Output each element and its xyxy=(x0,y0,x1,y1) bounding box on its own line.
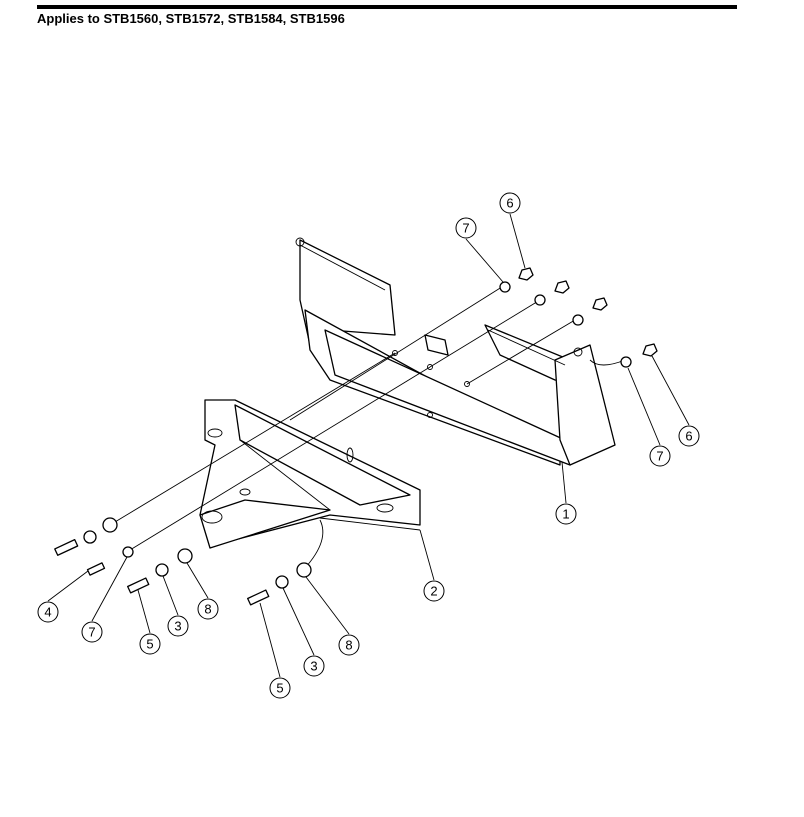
svg-text:7: 7 xyxy=(656,449,663,464)
callout-8-bottom: 8 xyxy=(338,634,360,656)
callout-6-right: 6 xyxy=(678,425,700,447)
callout-3-left: 3 xyxy=(167,615,189,637)
svg-text:8: 8 xyxy=(345,638,352,653)
svg-text:6: 6 xyxy=(506,196,513,211)
part-2-hitch-frame xyxy=(199,399,421,549)
svg-text:5: 5 xyxy=(146,637,153,652)
hardware-lines xyxy=(109,284,626,569)
callout-8-left: 8 xyxy=(197,598,219,620)
svg-text:6: 6 xyxy=(685,429,692,444)
callout-5-left: 5 xyxy=(139,633,161,655)
svg-text:3: 3 xyxy=(174,619,181,634)
part-1-main-frame xyxy=(295,237,616,466)
fasteners xyxy=(54,267,658,606)
callout-4: 4 xyxy=(37,601,59,623)
svg-text:2: 2 xyxy=(430,584,437,599)
svg-text:3: 3 xyxy=(310,659,317,674)
leader-lines xyxy=(47,213,690,678)
callout-1: 1 xyxy=(555,503,577,525)
callout-6-top: 6 xyxy=(499,192,521,214)
callout-7-left: 7 xyxy=(81,621,103,643)
svg-text:5: 5 xyxy=(276,681,283,696)
svg-text:4: 4 xyxy=(44,605,51,620)
header-rule xyxy=(37,5,737,9)
callout-2: 2 xyxy=(423,580,445,602)
callout-5-bottom: 5 xyxy=(269,677,291,699)
svg-text:7: 7 xyxy=(462,221,469,236)
callout-3-bottom: 3 xyxy=(303,655,325,677)
callout-7-top: 7 xyxy=(455,217,477,239)
svg-text:1: 1 xyxy=(562,507,569,522)
callout-7-right: 7 xyxy=(649,445,671,467)
svg-text:8: 8 xyxy=(204,602,211,617)
svg-text:7: 7 xyxy=(88,625,95,640)
applies-to-heading: Applies to STB1560, STB1572, STB1584, ST… xyxy=(37,11,345,26)
